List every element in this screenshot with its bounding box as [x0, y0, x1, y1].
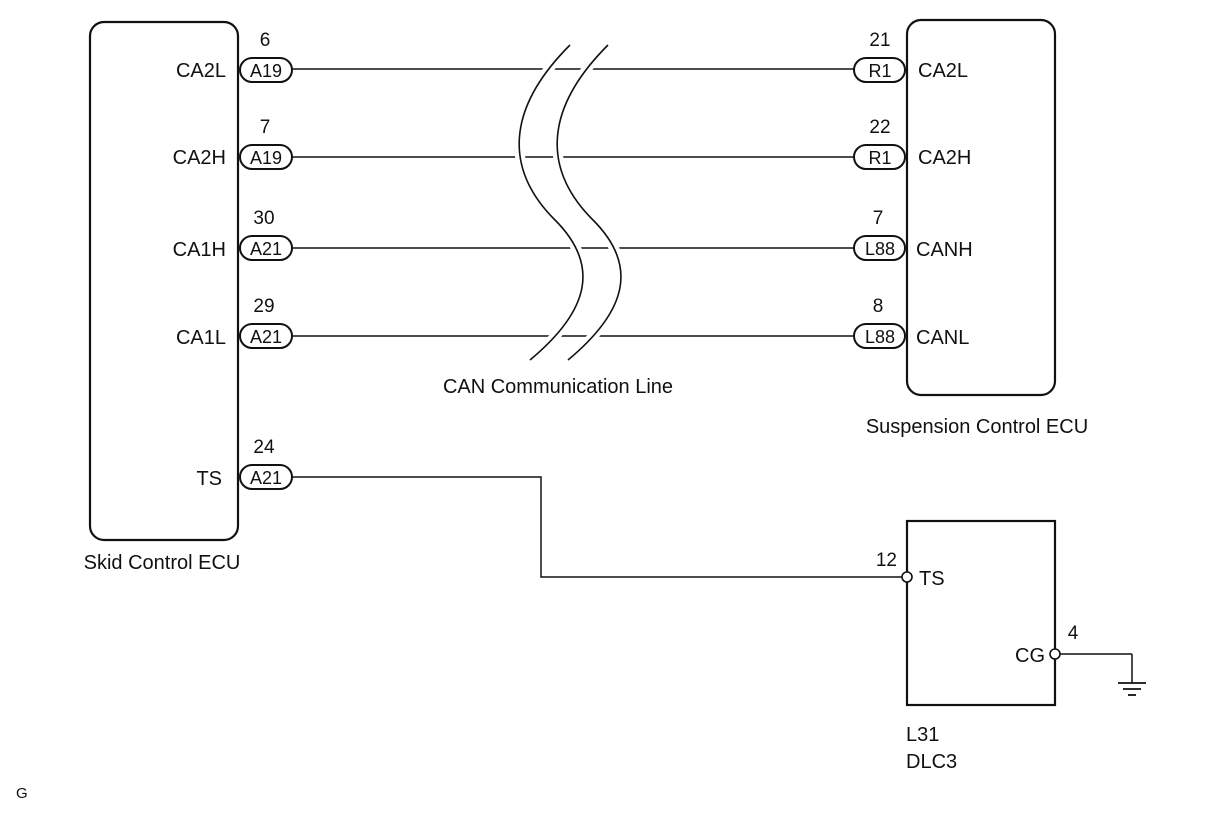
connector-a19-pin6: [239, 57, 293, 83]
skid-connector-code: A21: [250, 239, 282, 259]
can-communication-line-label: CAN Communication Line: [443, 376, 673, 398]
connector-a21-pin29: [239, 323, 293, 349]
skid-pin-number: 6: [260, 30, 271, 51]
dlc3-cg-terminal: [1049, 648, 1061, 660]
skid-connector-code: A21: [250, 468, 282, 488]
suspension-pin-number: 7: [873, 208, 884, 229]
skid-connector-code: A19: [250, 148, 282, 168]
skid-pin-number: 29: [253, 296, 274, 317]
suspension-terminal-label: CANL: [916, 327, 969, 349]
skid-terminal-label: CA2H: [173, 147, 226, 169]
suspension-connector-code: L88: [865, 327, 895, 347]
dlc3-pin-number: 12: [876, 550, 897, 571]
skid-terminal-label: TS: [196, 468, 222, 490]
connector-a19-pin7: [239, 144, 293, 170]
skid-terminal-label: CA2L: [176, 60, 226, 82]
suspension-terminal-label: CA2L: [918, 60, 968, 82]
dlc3-terminal-label: TS: [919, 568, 945, 590]
dlc3-name: DLC3: [906, 751, 957, 773]
connector-l88-pin8: [853, 323, 906, 349]
connector-a21-pin30: [239, 235, 293, 261]
dlc3-box: [905, 519, 1057, 707]
suspension-control-ecu-box: [905, 18, 1057, 397]
suspension-control-ecu-name: Suspension Control ECU: [866, 416, 1088, 438]
connector-r1-pin22: [853, 144, 906, 170]
dlc3-terminal-label: CG: [1015, 645, 1045, 667]
skid-terminal-label: CA1H: [173, 239, 226, 261]
suspension-connector-code: L88: [865, 239, 895, 259]
skid-pin-number: 30: [253, 208, 274, 229]
suspension-connector-code: R1: [868, 148, 891, 168]
connector-a21-pin24: [239, 464, 293, 490]
skid-connector-code: A19: [250, 61, 282, 81]
connector-r1-pin21: [853, 57, 906, 83]
wire-ts: [292, 476, 903, 578]
dlc3-pin-number: 4: [1068, 623, 1079, 644]
suspension-pin-number: 21: [869, 30, 890, 51]
suspension-pin-number: 22: [869, 117, 890, 138]
ground-icon: [1118, 682, 1146, 696]
skid-control-ecu-box: [88, 20, 240, 542]
suspension-terminal-label: CA2H: [918, 147, 971, 169]
skid-connector-code: A21: [250, 327, 282, 347]
skid-control-ecu-name: Skid Control ECU: [84, 552, 241, 574]
break-curve-right: [556, 44, 622, 361]
break-curve-left: [518, 44, 584, 361]
skid-terminal-label: CA1L: [176, 327, 226, 349]
dlc3-ts-terminal: [901, 571, 913, 583]
skid-pin-number: 7: [260, 117, 271, 138]
corner-mark: G: [16, 785, 28, 802]
skid-pin-number: 24: [253, 437, 275, 458]
suspension-pin-number: 8: [873, 296, 884, 317]
dlc3-code: L31: [906, 724, 939, 746]
suspension-terminal-label: CANH: [916, 239, 973, 261]
connector-l88-pin7: [853, 235, 906, 261]
suspension-connector-code: R1: [868, 61, 891, 81]
